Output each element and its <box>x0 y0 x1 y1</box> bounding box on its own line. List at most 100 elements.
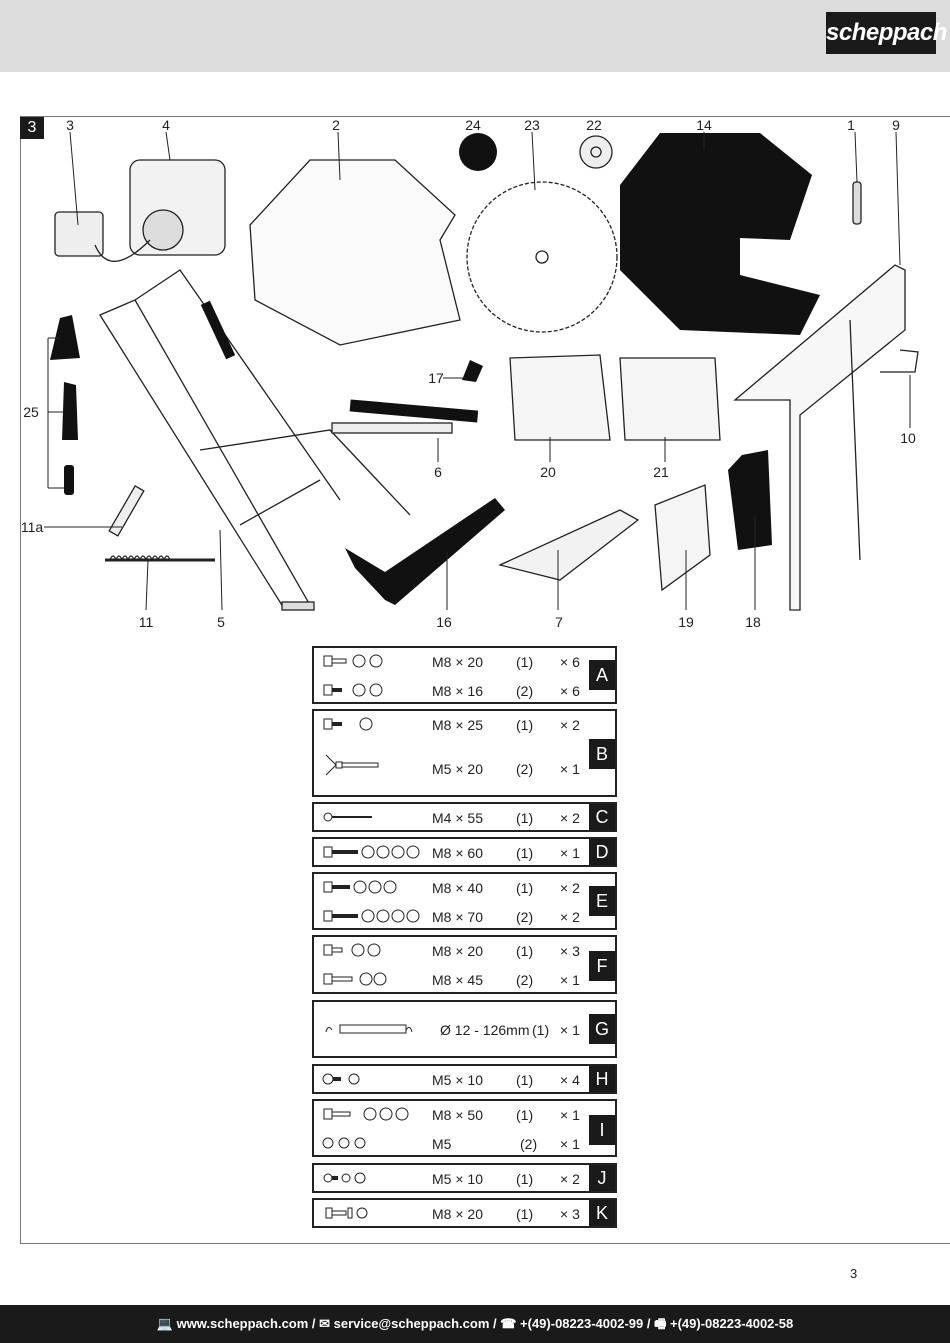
part-label: 18 <box>745 614 761 630</box>
blade-guard <box>249 159 461 346</box>
bolt-washers-icon <box>323 880 397 894</box>
hardware-letter: I <box>589 1115 615 1145</box>
part-label: 25 <box>23 404 39 420</box>
hardware-num: (1) <box>532 1022 550 1038</box>
motor-fan-grille <box>142 209 184 251</box>
hardware-num: (2) <box>516 909 534 925</box>
hardware-spec: M8 × 20 <box>432 943 483 959</box>
hardware-num: (2) <box>516 683 534 699</box>
hardware-spec: M8 × 45 <box>432 972 483 988</box>
hardware-box-f: F M8 × 20 (1) × 3 M8 × 45 (2) × 1 <box>312 935 617 994</box>
hardware-box-a: A M8 × 20 (1) × 6 M8 × 16 (2) × 6 <box>312 646 617 704</box>
part-label: 22 <box>586 117 602 133</box>
hardware-num: (1) <box>516 654 534 670</box>
part-label: 3 <box>66 117 74 133</box>
hardware-spec: M5 × 10 <box>432 1072 483 1088</box>
part-label: 11 <box>138 614 154 630</box>
part-label: 2 <box>332 117 340 133</box>
blade-flange <box>579 135 613 169</box>
hardware-spec: M8 × 20 <box>432 654 483 670</box>
hardware-spec: M8 × 50 <box>432 1107 483 1123</box>
hardware-spec: M8 × 25 <box>432 717 483 733</box>
part-label: 11a <box>20 519 44 535</box>
hardware-letter: G <box>589 1014 615 1044</box>
motor-cable <box>94 239 151 262</box>
hardware-spec: M8 × 16 <box>432 683 483 699</box>
hardware-spec: Ø 12 - 126mm <box>440 1022 530 1038</box>
part-label: 6 <box>434 464 442 480</box>
hardware-letter: J <box>589 1165 615 1191</box>
hardware-box-b: B M8 × 25 (1) × 2 M5 × 20 (2) × 1 <box>312 709 617 797</box>
hardware-letter: K <box>589 1200 615 1226</box>
motor-switch-box <box>54 211 104 257</box>
tension-spring <box>852 181 862 225</box>
handle <box>880 349 919 373</box>
hardware-box-k: K M8 × 20 (1) × 3 <box>312 1198 617 1228</box>
hardware-qty: × 3 <box>560 943 580 959</box>
part-label: 10 <box>900 430 916 446</box>
hardware-letter: C <box>589 804 615 830</box>
hardware-spec: M8 × 40 <box>432 880 483 896</box>
bolt-washers-icon <box>323 1107 409 1121</box>
bolt-washers-icon <box>323 845 420 859</box>
part-label: 24 <box>465 117 481 133</box>
hardware-num: (2) <box>516 972 534 988</box>
screw-washers-icon <box>323 1172 366 1184</box>
hardware-num: (1) <box>516 880 534 896</box>
wing-bolt-icon <box>325 754 379 776</box>
table-insert <box>498 509 640 581</box>
hardware-qty: × 1 <box>560 845 580 861</box>
wedge-25c <box>64 465 74 495</box>
hardware-letter: A <box>589 660 615 690</box>
screw-washer-icon <box>322 1073 360 1085</box>
hardware-box-i: I M8 × 50 (1) × 1 M5 (2) × 1 <box>312 1099 617 1157</box>
hardware-qty: × 2 <box>560 909 580 925</box>
bolt-washer-nut-icon <box>323 972 387 986</box>
hardware-qty: × 1 <box>560 972 580 988</box>
hardware-qty: × 1 <box>560 1107 580 1123</box>
figure-frame <box>20 116 950 1244</box>
hardware-qty: × 6 <box>560 683 580 699</box>
hardware-qty: × 3 <box>560 1206 580 1222</box>
part-label: 19 <box>678 614 694 630</box>
bolt-washer-nut-icon <box>323 943 381 957</box>
spring-icon <box>325 1024 413 1034</box>
part-label: 9 <box>892 117 900 133</box>
hardware-num: (1) <box>516 845 534 861</box>
page-header: scheppach <box>0 0 950 72</box>
wedge-25a <box>50 315 80 360</box>
hardware-num: (1) <box>516 1107 534 1123</box>
hardware-spec: M8 × 70 <box>432 909 483 925</box>
part-label: 17 <box>428 370 444 386</box>
guard-shell-left <box>509 354 611 441</box>
black-disc-24 <box>459 133 497 171</box>
part-label: 23 <box>524 117 540 133</box>
plate-11a <box>108 484 145 537</box>
nut-washers-icon <box>322 1137 366 1149</box>
part-label: 4 <box>162 117 170 133</box>
frame-foot <box>281 601 315 611</box>
hardware-qty: × 1 <box>560 1136 580 1152</box>
bolt-washer-nut-icon <box>323 683 383 697</box>
hardware-num: (2) <box>516 761 534 777</box>
hardware-box-g: G Ø 12 - 126mm (1) × 1 <box>312 1000 617 1058</box>
hardware-letter: F <box>589 951 615 981</box>
hardware-spec: M8 × 60 <box>432 845 483 861</box>
hardware-spec: M5 × 10 <box>432 1171 483 1187</box>
hardware-qty: × 6 <box>560 654 580 670</box>
part-label: 20 <box>540 464 556 480</box>
strip-6-top <box>349 399 479 423</box>
exploded-parts-diagram <box>44 131 919 611</box>
saw-blade <box>466 181 618 333</box>
hardware-qty: × 2 <box>560 810 580 826</box>
hardware-num: (1) <box>516 943 534 959</box>
part-label: 1 <box>847 117 855 133</box>
page-number: 3 <box>850 1266 858 1281</box>
hardware-num: (1) <box>516 810 534 826</box>
hardware-num: (1) <box>516 1171 534 1187</box>
hardware-box-j: J M5 × 10 (1) × 2 <box>312 1163 617 1193</box>
hardware-num: (2) <box>520 1136 538 1152</box>
blade-arbor-hole <box>535 250 549 264</box>
screw-icon <box>323 812 372 822</box>
brand-logo: scheppach <box>826 12 947 54</box>
